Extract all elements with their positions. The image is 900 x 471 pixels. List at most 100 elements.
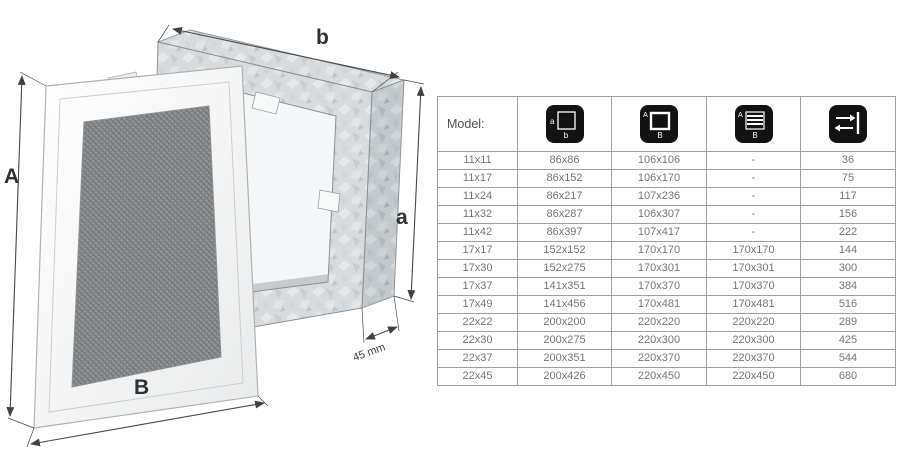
cell-model: 11x24 [437,187,518,206]
grille-frame [33,65,259,429]
grille-outer-size-icon: A B [640,105,678,143]
cell-louvre-size: 170x170 [706,241,801,260]
table-row: 17x49 141x456 170x481 170x481 516 [437,295,896,314]
table-header-row: Model: a b A B [437,96,896,152]
spec-table-body: 11x11 86x86 106x106 - 36 11x17 86x152 10… [437,151,896,386]
cell-area: 544 [800,349,896,368]
cell-model: 22x22 [437,313,518,332]
airflow-column-header [800,96,896,152]
table-row: 11x11 86x86 106x106 - 36 [437,151,896,170]
airflow-section-icon [829,105,867,143]
louvre-size-column-header: A B [706,96,801,152]
frame-height-label: A [4,165,19,188]
mounting-clip-top [251,91,281,115]
cell-area: 300 [800,259,896,278]
box-width-label: b [316,26,329,49]
cell-louvre-size: 170x301 [706,259,801,278]
cell-outer-size: 107x417 [611,223,707,242]
inner-size-column-header: a b [517,96,612,152]
cell-area: 156 [800,205,896,224]
cell-inner-size: 86x86 [517,151,612,170]
cell-louvre-size: 170x481 [706,295,801,314]
cell-inner-size: 200x351 [517,349,612,368]
cell-outer-size: 220x220 [611,313,707,332]
cell-louvre-size: - [706,205,801,224]
cell-model: 17x17 [437,241,518,260]
cell-outer-size: 107x236 [611,187,707,206]
cell-louvre-size: 220x300 [706,331,801,350]
svg-text:B: B [752,131,757,140]
outer-size-column-header: A B [611,96,707,152]
cell-louvre-size: 220x220 [706,313,801,332]
cell-outer-size: 106x106 [611,151,707,170]
table-row: 17x30 152x275 170x301 170x301 300 [437,259,896,278]
dimensions-table: Model: a b A B [437,96,896,386]
cell-outer-size: 106x170 [611,169,707,188]
cell-outer-size: 220x370 [611,349,707,368]
cell-model: 17x30 [437,259,518,278]
cell-inner-size: 141x351 [517,277,612,296]
cell-area: 117 [800,187,896,206]
cell-area: 384 [800,277,896,296]
exploded-view-drawing: A B b a 45 mm [0,0,437,471]
table-row: 17x37 141x351 170x370 170x370 384 [437,277,896,296]
cell-model: 11x11 [437,151,518,170]
cell-louvre-size: 220x370 [706,349,801,368]
cell-model: 22x45 [437,367,518,386]
cell-area: 425 [800,331,896,350]
cell-louvre-size: - [706,151,801,170]
cell-area: 680 [800,367,896,386]
grille-inner-size-icon: a b [545,105,584,143]
cell-model: 22x30 [437,331,518,350]
cell-inner-size: 86x287 [517,205,612,224]
cell-inner-size: 200x275 [517,331,612,350]
cell-inner-size: 141x456 [517,295,612,314]
cell-inner-size: 86x397 [517,223,612,242]
cell-inner-size: 86x152 [517,169,612,188]
cell-inner-size: 86x217 [517,187,612,206]
frame-mesh [71,105,222,388]
cell-outer-size: 220x450 [611,367,707,386]
spec-table: Model: a b A B [437,96,896,386]
cell-outer-size: 106x307 [611,205,707,224]
cell-area: 144 [800,241,896,260]
cell-louvre-size: 170x370 [706,277,801,296]
cell-model: 11x42 [437,223,518,242]
cell-outer-size: 220x300 [611,331,707,350]
svg-text:A: A [643,110,648,119]
cell-outer-size: 170x370 [611,277,707,296]
table-row: 11x24 86x217 107x236 - 117 [437,187,896,206]
table-row: 22x37 200x351 220x370 220x370 544 [437,349,896,368]
cell-inner-size: 200x426 [517,367,612,386]
table-row: 22x45 200x426 220x450 220x450 680 [437,367,896,386]
table-row: 11x42 86x397 107x417 - 222 [437,223,896,242]
cell-inner-size: 200x200 [517,313,612,332]
model-column-header: Model: [437,96,518,152]
svg-text:B: B [657,131,662,140]
table-row: 17x17 152x152 170x170 170x170 144 [437,241,896,260]
svg-text:a: a [550,117,555,126]
cell-inner-size: 152x275 [517,259,612,278]
cell-louvre-size: - [706,187,801,206]
cell-model: 11x17 [437,169,518,188]
frame-inner-bevel [48,81,244,413]
svg-text:A: A [738,110,743,119]
dimension-lines [6,24,425,448]
cell-louvre-size: 220x450 [706,367,801,386]
cell-outer-size: 170x170 [611,241,707,260]
cell-model: 22x37 [437,349,518,368]
table-row: 22x30 200x275 220x300 220x300 425 [437,331,896,350]
cell-model: 17x49 [437,295,518,314]
cell-louvre-size: - [706,223,801,242]
box-height-label: a [396,206,408,229]
cell-area: 289 [800,313,896,332]
cell-inner-size: 152x152 [517,241,612,260]
grille-diagram: A B b a 45 mm [4,24,425,448]
table-row: 22x22 200x200 220x220 220x220 289 [437,313,896,332]
table-row: 11x32 86x287 106x307 - 156 [437,205,896,224]
table-row: 11x17 86x152 106x170 - 75 [437,169,896,188]
cell-model: 11x32 [437,205,518,224]
depth-label: 45 mm [351,341,387,364]
cell-area: 36 [800,151,896,170]
cell-area: 75 [800,169,896,188]
